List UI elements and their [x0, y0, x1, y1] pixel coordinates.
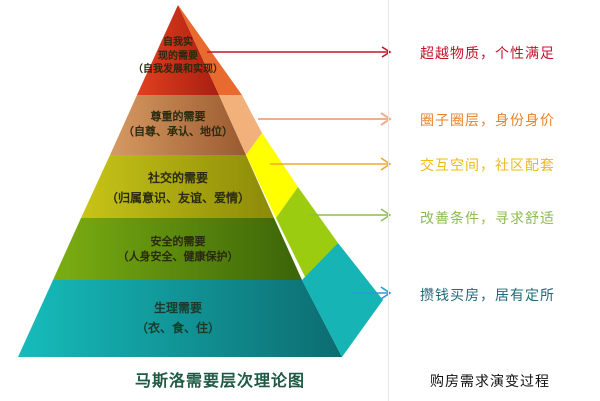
tier-label-line1: 生理需要 — [153, 301, 202, 315]
tier-esteem-side — [219, 95, 262, 155]
pyramid-front-faces — [18, 5, 342, 357]
tier-physiological-side — [302, 243, 383, 357]
tier-physiological-front — [18, 280, 342, 357]
tier-label-line2: （归属意识、友谊、爱情） — [105, 191, 250, 206]
tier-label-physiological: 生理需要 （衣、食、住） — [78, 298, 278, 339]
tier-label-social: 社交的需要 （归属意识、友谊、爱情） — [78, 168, 278, 209]
arrow-safety — [308, 208, 392, 222]
tier-label-line1: 尊重的需要 — [150, 110, 206, 123]
housing-need-5: 攒钱买房，居有定所 — [420, 288, 555, 304]
arrow-self-actualization — [207, 46, 392, 58]
tier-safety-front — [53, 218, 302, 280]
housing-need-2: 圈子圈层，身份身价 — [420, 113, 555, 129]
tier-label-esteem: 尊重的需要 （自尊、承认、地位） — [108, 110, 248, 140]
tier-esteem-front — [110, 95, 246, 155]
tier-self-actualization-side — [178, 5, 242, 95]
caption-housing: 购房需求演变过程 — [430, 374, 550, 390]
tier-label-line3: （自我发展和实现） — [133, 64, 223, 75]
pyramid-side-faces — [178, 5, 383, 357]
arrows — [207, 46, 392, 300]
tier-social-front — [81, 155, 274, 218]
caption-maslow: 马斯洛需要层次理论图 — [134, 371, 305, 390]
tier-self-actualization-front — [137, 5, 219, 95]
divider — [388, 0, 389, 401]
arrow-esteem — [258, 112, 392, 126]
housing-need-4: 改善条件，寻求舒适 — [420, 211, 555, 227]
housing-need-1: 超越物质，个性满足 — [420, 46, 555, 62]
tier-label-line1: 安全的需要 — [150, 235, 206, 248]
tier-label-line2: 现的需要 — [158, 50, 198, 62]
tier-label-line2: （人身安全、健康保护） — [117, 249, 239, 263]
tier-label-self-actualization: 自我实 现的需要 （自我发展和实现） — [128, 36, 228, 77]
tier-label-line1: 自我实 — [163, 37, 193, 48]
tier-label-line2: （衣、食、住） — [135, 321, 220, 336]
housing-need-3: 交互空间，社区配套 — [420, 158, 555, 174]
tier-label-line2: （自尊、承认、地位） — [123, 124, 233, 138]
tier-label-line1: 社交的需要 — [147, 171, 208, 185]
tier-social-side — [246, 133, 298, 218]
arrow-physiological — [352, 286, 392, 300]
tier-label-safety: 安全的需要 （人身安全、健康保护） — [78, 235, 278, 265]
arrow-social — [270, 157, 392, 171]
